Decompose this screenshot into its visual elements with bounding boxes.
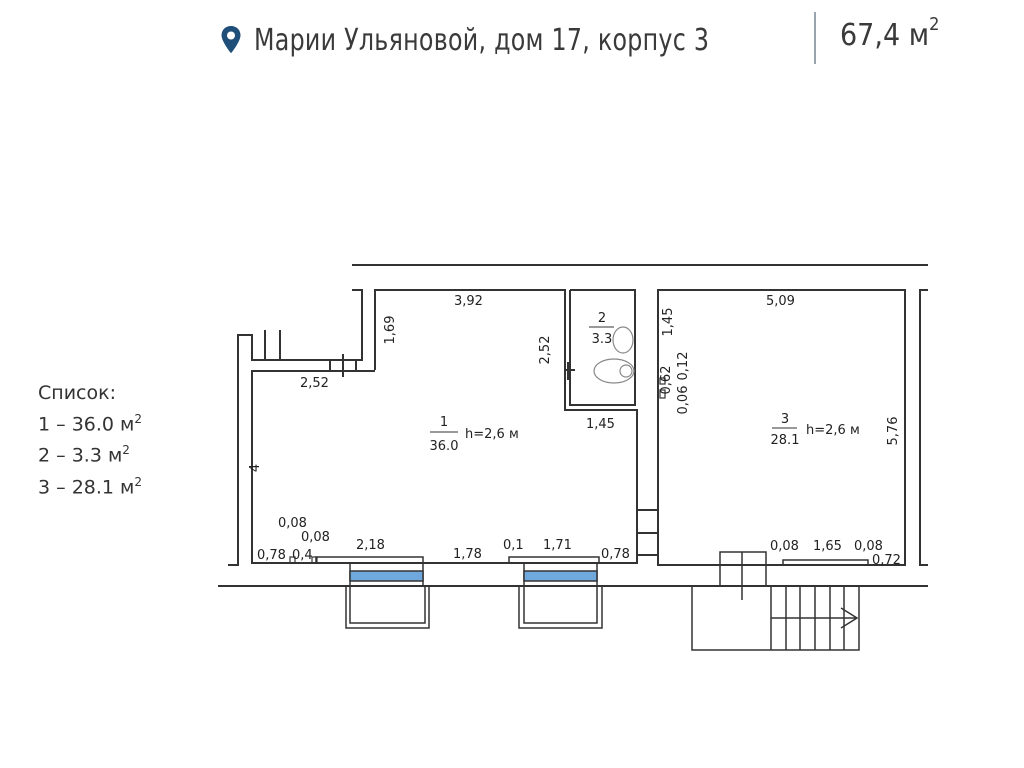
dim-label: 0,12 <box>676 352 691 381</box>
room-list-num: 1 <box>38 413 51 436</box>
dim-label: 0,1 <box>503 538 524 553</box>
toilet-tank-icon <box>619 364 633 378</box>
room-list-item: 1 – 36.0 м2 <box>38 412 143 436</box>
room-3-number: 3 <box>781 412 789 427</box>
total-area: 67,4 м2 <box>840 14 939 53</box>
dim-label: 5,09 <box>766 294 795 309</box>
room-list-item: 2 – 3.3 м2 <box>38 443 130 467</box>
dim-label: 0,78 <box>601 547 630 562</box>
room-3-outline <box>657 289 906 566</box>
bathroom-fixtures <box>593 326 635 384</box>
room-list-exp: 2 <box>134 474 143 489</box>
dim-label: 0,78 <box>257 548 286 563</box>
dim-label: 1,69 <box>383 316 398 345</box>
stair-landing <box>691 585 860 651</box>
dim-label: 0,08 <box>278 516 307 531</box>
room-list-unit: м <box>107 444 123 467</box>
room-list: Список: 1 – 36.0 м2 2 – 3.3 м2 3 – 28.1 … <box>38 380 142 500</box>
dim-label: 0,72 <box>872 553 901 568</box>
total-area-unit: м <box>908 18 930 53</box>
arrow-head-icon <box>840 607 859 629</box>
dim-label: 0,06 <box>676 386 691 415</box>
entrance-vestibule <box>719 551 767 587</box>
window-jamb <box>289 556 296 564</box>
niche-marker <box>659 377 666 385</box>
room-list-num: 2 <box>38 444 51 467</box>
niche-marker <box>659 389 666 399</box>
total-area-value: 67,4 <box>840 18 901 53</box>
dim-label: 1,45 <box>661 308 676 337</box>
entrance-stairs <box>691 551 860 651</box>
room-2-number: 2 <box>598 311 606 326</box>
dim-label: 0,08 <box>770 539 799 554</box>
window-glass <box>523 570 598 582</box>
dim-label: 0,62 <box>659 366 674 395</box>
room-1-area: 36.0 <box>430 439 459 454</box>
dim-label: 2,52 <box>538 336 553 365</box>
location-pin-icon <box>221 26 241 54</box>
room-list-area: 3.3 <box>71 444 102 467</box>
dim-label: 1,65 <box>813 539 842 554</box>
sink-icon <box>612 326 634 354</box>
window-sill <box>782 559 869 566</box>
room-list-num: 3 <box>38 475 51 498</box>
dim-label: 5,76 <box>886 417 901 446</box>
room-1-height: h=2,6 м <box>465 427 519 442</box>
dim-label: 2,52 <box>300 376 329 391</box>
left-outer-wall <box>228 289 363 566</box>
room-list-area: 36.0 <box>71 413 114 436</box>
window-glass <box>349 570 424 582</box>
room-1-outline <box>251 289 638 564</box>
room-3-height: h=2,6 м <box>806 423 860 438</box>
window-3 <box>782 559 869 566</box>
window-jamb <box>311 556 318 564</box>
right-outer-wall <box>919 289 928 566</box>
toilet-icon <box>593 358 635 384</box>
room-1-number: 1 <box>440 415 448 430</box>
room-list-unit: м <box>120 413 135 436</box>
total-area-exp: 2 <box>929 14 940 35</box>
dim-label: 0,4 <box>292 548 313 563</box>
dim-label: 0,08 <box>301 530 330 545</box>
dim-label: 3,92 <box>454 294 483 309</box>
room-list-item: 3 – 28.1 м2 <box>38 474 143 498</box>
header-divider <box>814 12 816 64</box>
room-list-title: Список: <box>38 382 116 404</box>
window-pit-inner <box>523 585 598 624</box>
dim-label: 1,78 <box>453 547 482 562</box>
dim-label: 1,71 <box>543 538 572 553</box>
window-2 <box>508 556 603 629</box>
room-list-exp: 2 <box>134 412 143 426</box>
room-list-exp: 2 <box>122 443 130 458</box>
dim-label: 1,45 <box>586 417 615 432</box>
dim-label: 0,08 <box>854 539 883 554</box>
window-pit-inner <box>349 585 426 624</box>
room-2-outline <box>569 289 636 406</box>
window-1 <box>289 556 430 629</box>
room-list-unit: м <box>120 475 135 498</box>
window-pit-outer <box>345 585 430 629</box>
window-pit-outer <box>518 585 603 629</box>
dim-label: 4 <box>248 464 263 472</box>
address: Марии Ульяновой, дом 17, корпус 3 <box>254 22 710 58</box>
room-2-area: 3.3 <box>592 332 613 347</box>
header: Марии Ульяновой, дом 17, корпус 3 67,4 м… <box>218 12 939 66</box>
dim-label: 2,18 <box>356 538 385 553</box>
room-list-area: 28.1 <box>71 475 114 498</box>
room-3-area: 28.1 <box>771 433 800 448</box>
